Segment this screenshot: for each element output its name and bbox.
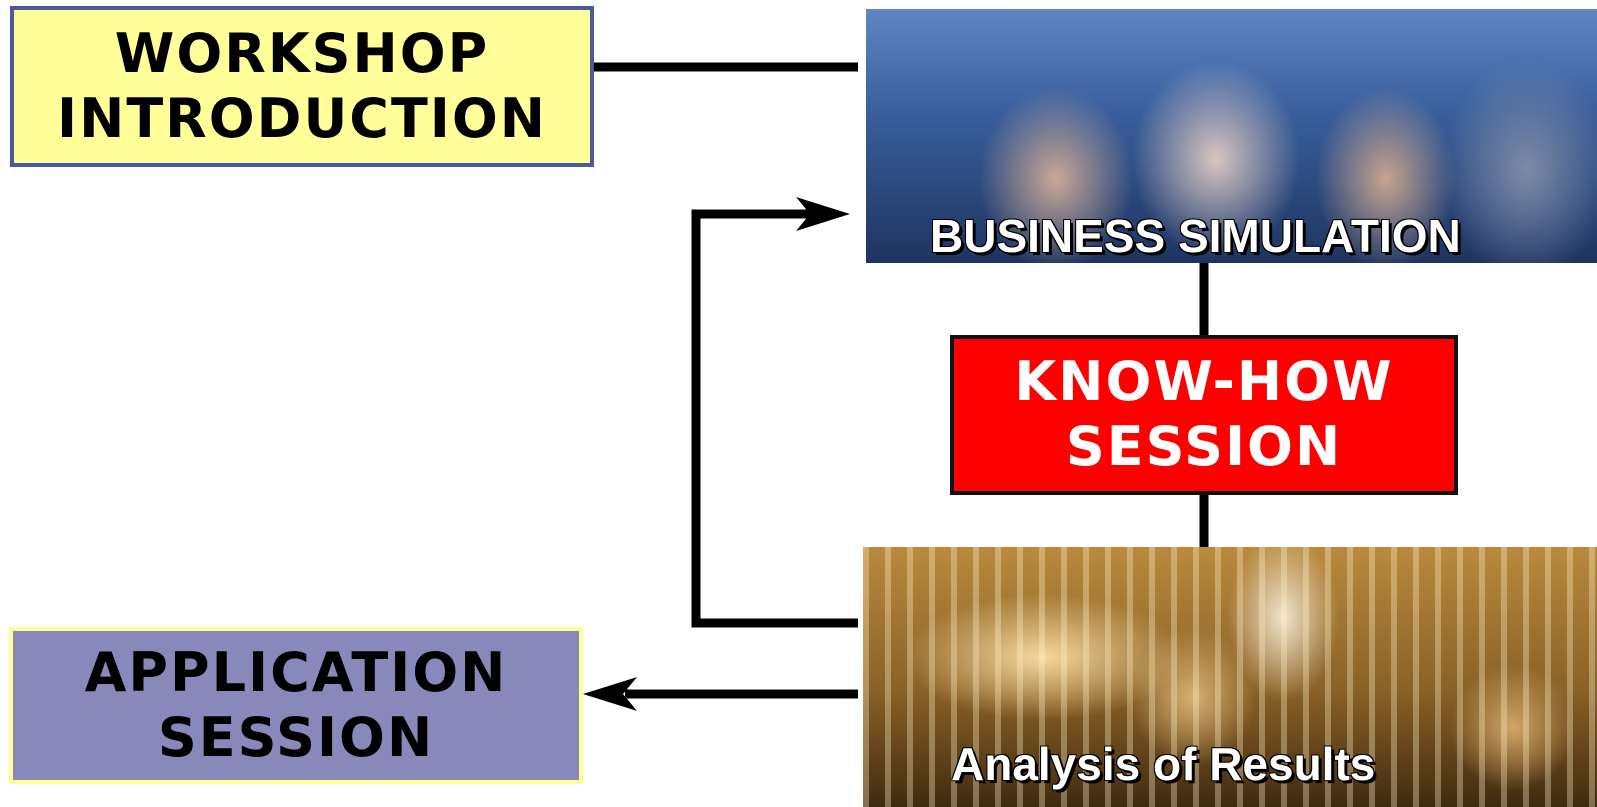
- application-line2: SESSION: [157, 705, 435, 769]
- application-session-box: APPLICATION SESSION: [9, 627, 583, 784]
- analysis-of-results-caption: Analysis of Results: [951, 738, 1376, 790]
- know-how-session-box: KNOW-HOW SESSION: [950, 335, 1458, 495]
- feedback-loop-line: [691, 209, 858, 628]
- analysis-of-results-photo: Analysis of Results: [863, 547, 1597, 807]
- application-line1: APPLICATION: [84, 640, 508, 704]
- business-simulation-caption: BUSINESS SIMULATION: [930, 210, 1461, 262]
- feedback-arrowhead: [796, 197, 850, 231]
- application-arrowhead: [583, 677, 637, 711]
- business-simulation-photo: BUSINESS SIMULATION: [866, 9, 1597, 263]
- workshop-introduction-box: WORKSHOP INTRODUCTION: [10, 6, 594, 167]
- workshop-line2: INTRODUCTION: [57, 86, 547, 150]
- workshop-line1: WORKSHOP: [114, 21, 490, 85]
- knowhow-line1: KNOW-HOW: [1014, 350, 1394, 414]
- knowhow-line2: SESSION: [1065, 415, 1343, 478]
